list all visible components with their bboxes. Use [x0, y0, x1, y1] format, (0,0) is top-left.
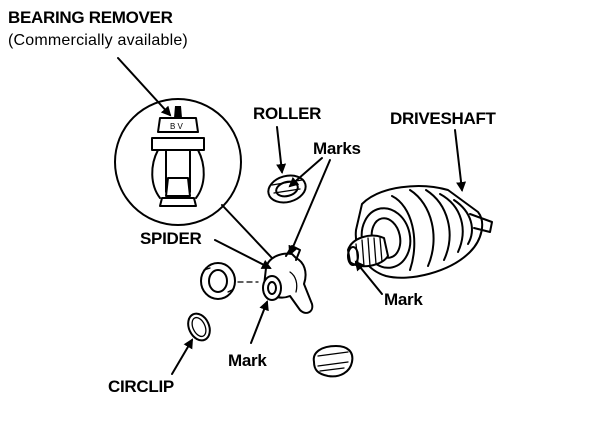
- spider-part: [262, 245, 314, 314]
- roller-leader: [276, 126, 287, 174]
- driveshaft-leader: [454, 129, 467, 192]
- mark-spider-leader: [250, 300, 269, 344]
- mark-driveshaft-leader: [354, 260, 383, 295]
- spider-leader: [214, 239, 272, 269]
- marks-label: Marks: [313, 139, 361, 158]
- roller-part-left: [200, 262, 259, 300]
- bearing-remover-label: BEARING REMOVER: [8, 8, 173, 27]
- driveshaft-part: [347, 185, 493, 279]
- marks-leader-roller: [288, 157, 323, 188]
- roller-part: [267, 174, 307, 204]
- bearing-remover-detail: B V: [114, 98, 242, 226]
- bearing-remover-leader: [117, 57, 172, 117]
- mark-spider-label: Mark: [228, 351, 267, 370]
- mark-driveshaft-label: Mark: [384, 290, 423, 309]
- tool-stamp: B V: [170, 122, 184, 131]
- marks-leader-spider: [288, 159, 331, 256]
- circlip-label: CIRCLIP: [108, 377, 174, 396]
- cap-part: [312, 345, 354, 378]
- commercially-available-label: (Commercially available): [8, 32, 188, 49]
- roller-label: ROLLER: [253, 104, 322, 123]
- circlip-part: [187, 312, 211, 342]
- driveshaft-label: DRIVESHAFT: [390, 109, 496, 128]
- circlip-leader: [171, 338, 194, 375]
- spider-label: SPIDER: [140, 229, 202, 248]
- detail-connector: [221, 204, 273, 259]
